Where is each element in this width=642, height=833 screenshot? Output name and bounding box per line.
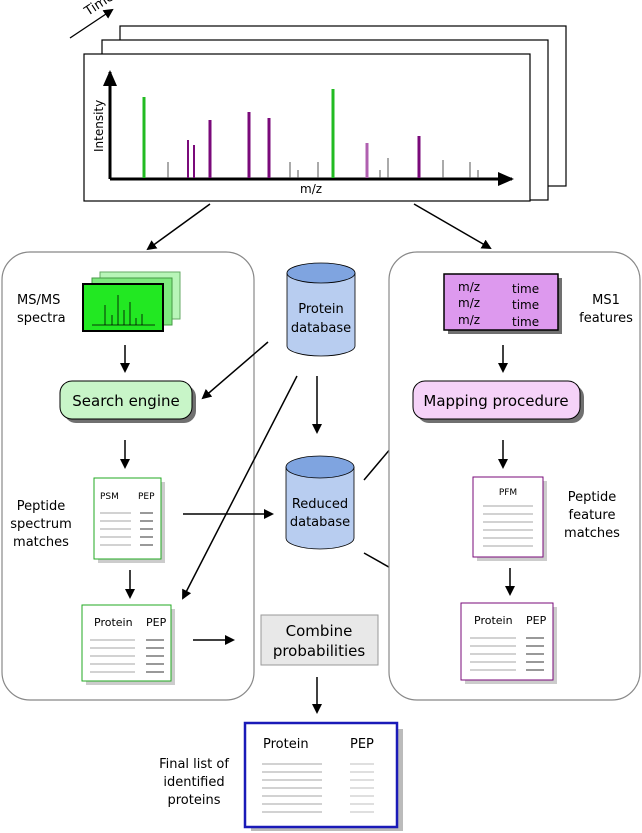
- ms1-mz: m/z: [458, 280, 480, 294]
- pfm-caption: matches: [564, 526, 620, 541]
- protein-col-header: Protein: [474, 614, 513, 627]
- reduced-db-label: Reduced: [292, 497, 348, 512]
- search-engine-box: [59, 380, 193, 420]
- protein-database: Protein database: [286, 262, 356, 357]
- combine-box: Combine probabilities: [260, 614, 379, 666]
- mz-label: m/z: [300, 182, 322, 196]
- ms1-caption: MS1: [592, 293, 620, 308]
- msms-spectra-icon: [82, 271, 181, 332]
- msms-label: spectra: [17, 311, 66, 326]
- arrow-db-to-search: [201, 341, 269, 400]
- pfm-document: PFM: [472, 476, 547, 561]
- psm-caption: matches: [13, 535, 69, 550]
- msms-label: MS/MS: [17, 293, 60, 308]
- left-panel: MS/MS spectra Search engine Peptide spec…: [1, 251, 255, 701]
- pfm-caption: Peptide: [568, 490, 617, 505]
- combine-label: Combine: [286, 622, 353, 640]
- ms1-time: time: [512, 282, 539, 296]
- ms1-mz: m/z: [458, 313, 480, 327]
- final-pep-col-header: PEP: [350, 737, 374, 752]
- arrow-spectrum-to-msms: [146, 203, 211, 251]
- final-caption: Final list of: [159, 757, 229, 772]
- ms1-time: time: [512, 315, 539, 329]
- mapping-label: Mapping procedure: [423, 392, 568, 410]
- pfm-caption: feature: [569, 508, 616, 523]
- pep-col-header: PEP: [146, 616, 167, 629]
- protein-db-label: Protein: [298, 302, 344, 317]
- psm-col-header: PSM: [100, 492, 119, 502]
- final-protein-list: Protein PEP: [243, 721, 403, 831]
- reduced-database: Reduced database: [285, 455, 355, 550]
- ms1-features-box: m/z time m/z time m/z time: [443, 273, 562, 334]
- mapping-box: [412, 380, 581, 420]
- combine-label: probabilities: [273, 642, 366, 660]
- search-engine-label: Search engine: [72, 392, 179, 410]
- right-panel: m/z time m/z time m/z time MS1 features …: [388, 251, 641, 701]
- time-arrow: [69, 8, 114, 39]
- right-panel-frame: [388, 251, 641, 701]
- ms1-time: time: [512, 298, 539, 312]
- psm-document: PSM PEP: [93, 477, 165, 563]
- spectrum-peaks: [142, 89, 479, 178]
- final-caption: proteins: [168, 793, 221, 808]
- spectrum-stack: Time Intensity m/z: [69, 0, 567, 202]
- psm-caption: Peptide: [17, 499, 66, 514]
- psm-caption: spectrum: [10, 517, 72, 532]
- pep-col-header: PEP: [526, 614, 547, 627]
- final-protein-col-header: Protein: [263, 737, 309, 752]
- left-protein-document: Protein PEP: [81, 604, 175, 685]
- reduced-db-label: database: [290, 515, 350, 530]
- arrow-db-to-left-protein: [182, 375, 298, 600]
- spectrum-frame-front: [83, 53, 531, 202]
- pep-col-header: PEP: [138, 492, 155, 502]
- right-protein-document: Protein PEP: [460, 602, 557, 684]
- pfm-col-header: PFM: [499, 488, 517, 498]
- left-panel-frame: [1, 251, 255, 701]
- ms1-caption: features: [579, 311, 633, 326]
- protein-db-label: database: [291, 321, 351, 336]
- ms1-mz: m/z: [458, 296, 480, 310]
- protein-col-header: Protein: [94, 616, 133, 629]
- arrow-spectrum-to-ms1: [413, 203, 492, 250]
- intensity-label: Intensity: [92, 100, 106, 152]
- final-caption: identified: [163, 775, 224, 790]
